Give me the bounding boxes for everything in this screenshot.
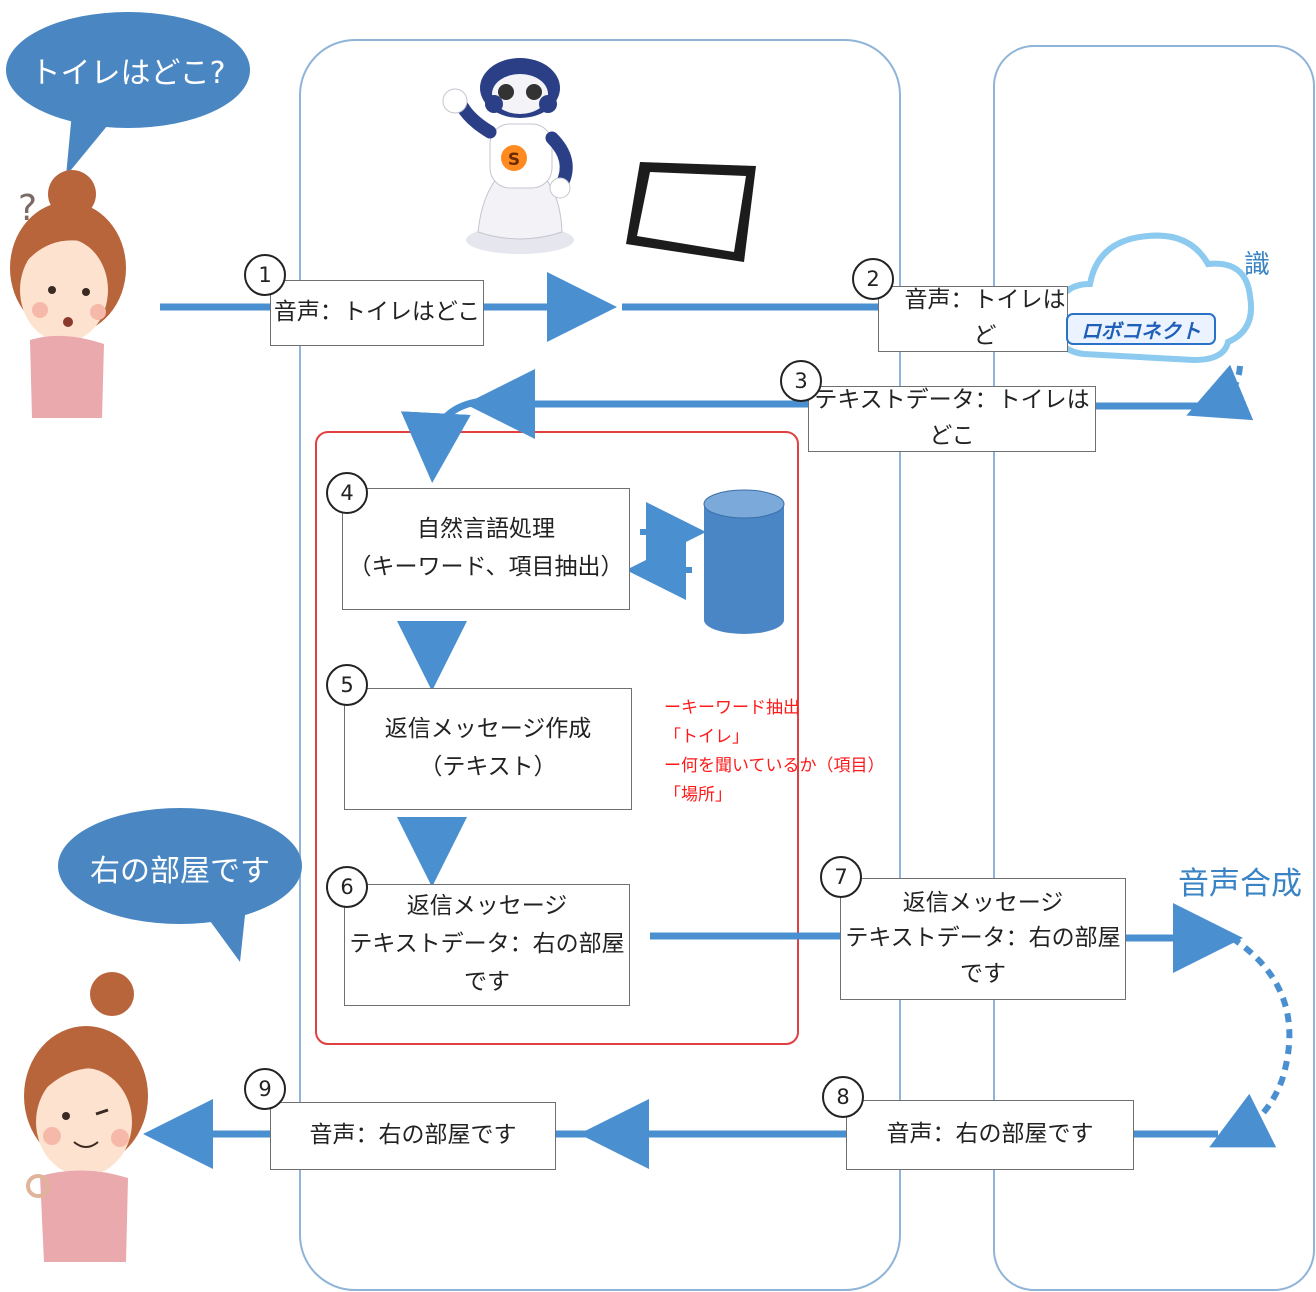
label-reply-value: テキストデータ：右の部屋です	[845, 925, 1121, 987]
step-number-8: 8	[822, 1076, 864, 1118]
label-voice-answer-cloud: 音声：右の部屋です	[846, 1100, 1134, 1170]
step-reply-create-box: 返信メッセージ作成 （テキスト）	[344, 688, 632, 810]
cloud-panel	[993, 45, 1315, 1291]
device-panel	[299, 39, 901, 1291]
step-nlp-box: 自然言語処理 （キーワード、項目抽出）	[342, 488, 630, 610]
tablet-icon	[626, 162, 756, 262]
step-reply-sub: テキストデータ：右の部屋です	[349, 931, 625, 995]
label-voice-question-cloud: 音声：トイレはど	[878, 286, 1068, 352]
label-reply-text: 返信メッセージ テキストデータ：右の部屋です	[840, 878, 1126, 1000]
step-number-5: 5	[326, 664, 368, 706]
note-line-2: 「トイレ」	[664, 726, 749, 747]
step-nlp-title: 自然言語処理	[417, 516, 555, 543]
svg-text:S: S	[508, 150, 520, 170]
recognition-tag: 識	[1244, 250, 1271, 280]
arrow-curve-down	[400, 398, 477, 483]
step-number-4: 4	[326, 472, 368, 514]
answer-bubble-text: 右の部屋です	[90, 854, 270, 889]
step-reply-create-title: 返信メッセージ作成	[384, 716, 592, 743]
label-voice-question: 音声：トイレはどこ	[270, 280, 484, 346]
keyword-extraction-note: ーキーワード抽出 「トイレ」 ー何を聞いているか（項目） 「場所」	[664, 694, 885, 810]
user-icon	[24, 972, 148, 1262]
dashed-synthesis-loop	[1209, 935, 1293, 1148]
step-number-3: 3	[780, 360, 822, 402]
dashed-return-cloud	[1186, 364, 1254, 421]
processing-frame	[315, 431, 799, 1045]
database-icon	[703, 489, 785, 634]
step-nlp-sub: （キーワード、項目抽出）	[348, 554, 624, 580]
robo-connect-logo: ロボコネクト	[1066, 313, 1216, 345]
question-bubble	[6, 12, 250, 176]
step-reply-box: 返信メッセージ テキストデータ：右の部屋です	[344, 884, 630, 1006]
label-text-question: テキストデータ：トイレはどこ	[808, 386, 1096, 452]
note-line-3: ー何を聞いているか（項目）	[664, 755, 885, 776]
step-number-6: 6	[326, 866, 368, 908]
step-number-2: 2	[852, 258, 894, 300]
note-line-1: ーキーワード抽出	[664, 698, 800, 718]
user-icon: ?	[10, 170, 126, 418]
label-voice-answer: 音声：右の部屋です	[270, 1102, 556, 1170]
answer-bubble	[58, 808, 302, 962]
question-bubble-text: トイレはどこ?	[30, 56, 226, 91]
step-reply-title: 返信メッセージ	[406, 893, 568, 920]
speech-synthesis-tag: 音声合成	[1178, 866, 1302, 902]
step-reply-create-sub: （テキスト）	[419, 754, 557, 780]
label-voice-question-cloud-text: 音声：トイレはど	[904, 287, 1066, 349]
label-reply-title: 返信メッセージ	[902, 889, 1064, 916]
step-number-7: 7	[820, 856, 862, 898]
step-number-1: 1	[244, 254, 286, 296]
robot-icon: S	[442, 58, 574, 254]
step-number-9: 9	[244, 1068, 286, 1110]
note-line-4: 「場所」	[664, 784, 732, 805]
